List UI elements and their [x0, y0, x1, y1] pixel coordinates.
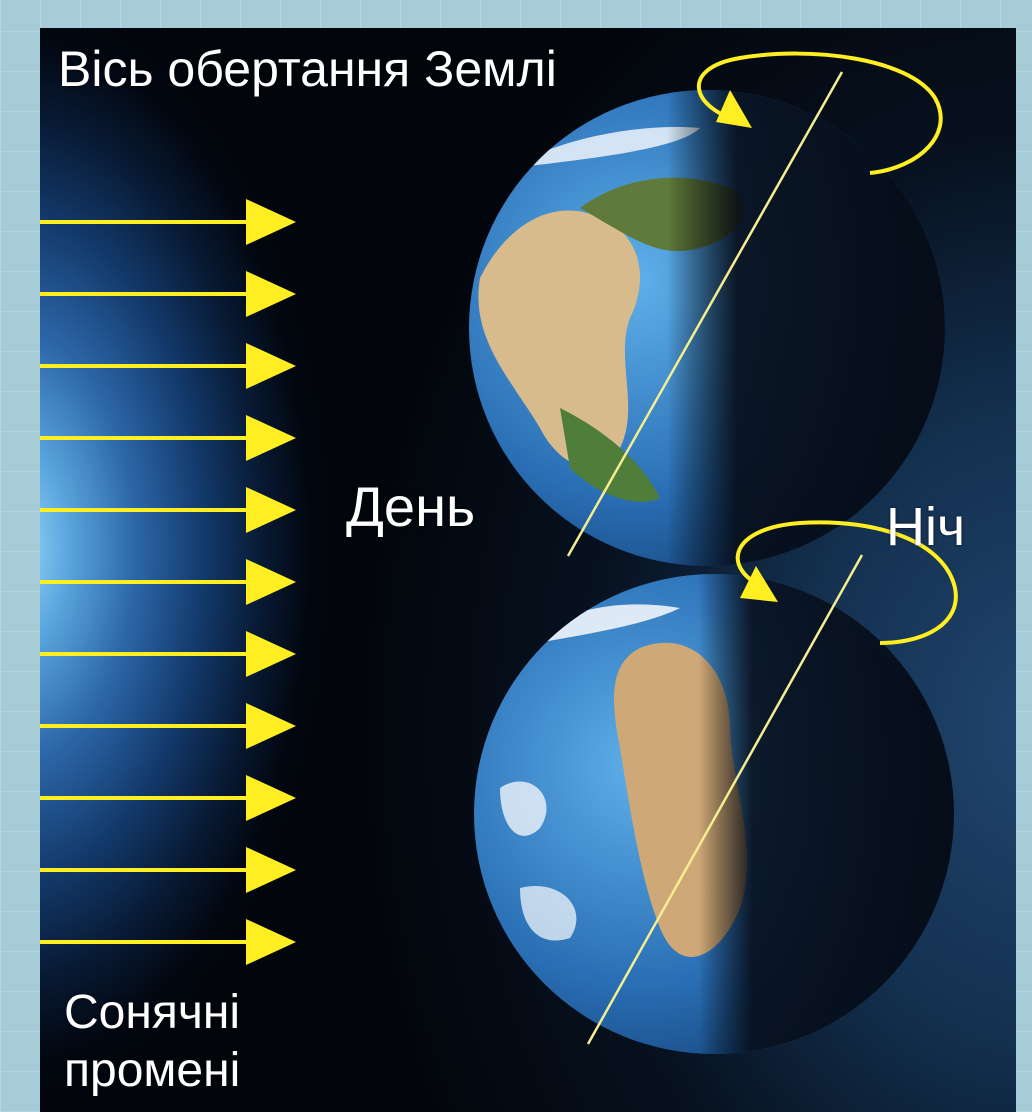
- day-label: День: [346, 475, 476, 538]
- axis-title-label: Вісь обертання Землі: [58, 41, 557, 97]
- earth-globe-icon: [474, 574, 954, 1054]
- earth-axis-line-bottom: [586, 554, 864, 1045]
- sun-rays-label-line1: Сонячні: [64, 986, 241, 1039]
- arrow-right-icon: [40, 271, 296, 317]
- earth-axis-line-top: [566, 71, 844, 557]
- arrow-right-icon: [40, 415, 296, 461]
- earth-globe-icon: [469, 90, 945, 566]
- night-label: Ніч: [886, 497, 966, 557]
- arrow-right-icon: [40, 703, 296, 749]
- earth-rotation-diagram: Вісь обертання Землі День Ніч Сонячні пр…: [40, 28, 1016, 1112]
- sun-rays-label: Сонячні промені: [64, 984, 240, 1100]
- rotation-arrow-icon: [735, 520, 958, 645]
- sun-rays: [40, 199, 296, 965]
- arrow-right-icon: [40, 847, 296, 893]
- arrow-right-icon: [40, 199, 296, 245]
- arrow-right-icon: [40, 343, 296, 389]
- arrow-right-icon: [40, 487, 296, 533]
- arrow-right-icon: [40, 631, 296, 677]
- diagram-scene: [40, 51, 958, 1054]
- sun-rays-label-line2: промені: [64, 1044, 241, 1097]
- arrow-right-icon: [40, 559, 296, 605]
- rotation-arrow-icon: [696, 51, 943, 175]
- arrow-right-icon: [40, 775, 296, 821]
- arrow-right-icon: [40, 919, 296, 965]
